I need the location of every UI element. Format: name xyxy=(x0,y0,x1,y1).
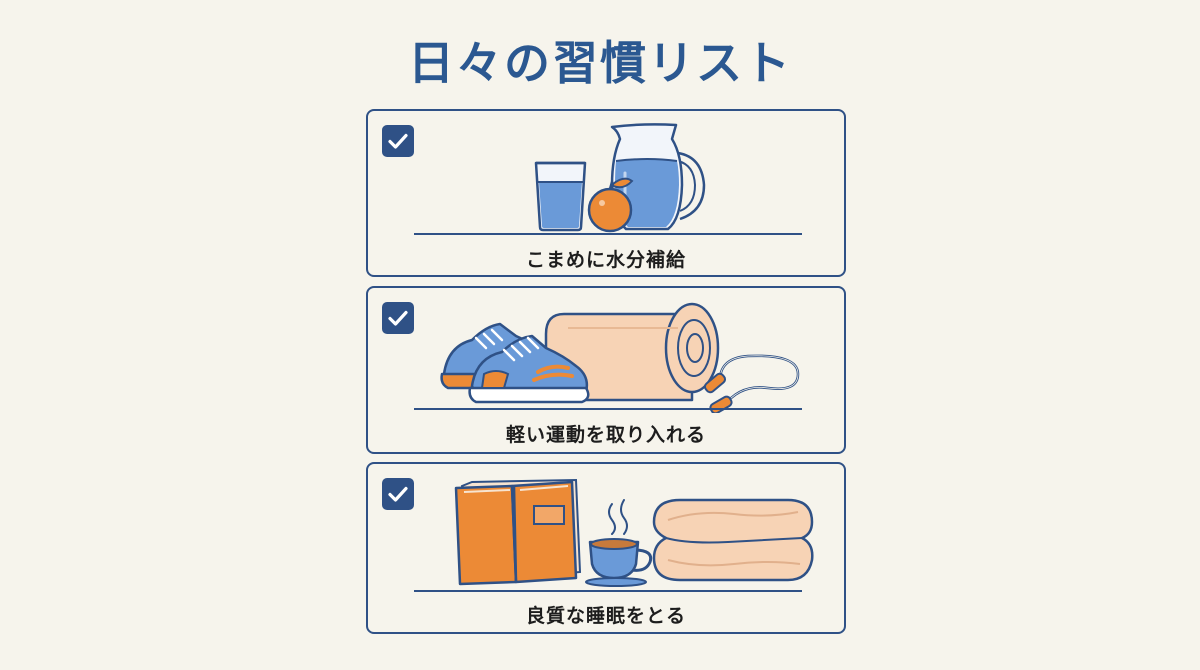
book-icon xyxy=(454,478,582,586)
shelf-line xyxy=(414,408,802,410)
habit-label: 良質な睡眠をとる xyxy=(525,605,686,627)
jump-rope-icon xyxy=(703,354,800,413)
orange-icon xyxy=(587,177,634,233)
sneakers-icon xyxy=(440,322,590,404)
checkmark-icon xyxy=(388,133,408,149)
tea-cup-icon xyxy=(585,499,653,587)
habit-checkbox-exercise[interactable] xyxy=(382,302,414,334)
habit-card-exercise: 軽い運動を取り入れる xyxy=(366,286,846,454)
habit-checkbox-sleep[interactable] xyxy=(382,478,414,510)
page-title: 日々の習慣リスト xyxy=(408,36,792,90)
habit-label: 軽い運動を取り入れる xyxy=(505,424,706,446)
shelf-line xyxy=(414,590,802,592)
exercise-illustration xyxy=(440,302,800,413)
shelf-line xyxy=(414,233,802,235)
checkmark-icon xyxy=(388,486,408,502)
checkmark-icon xyxy=(388,310,408,326)
hydration-illustration xyxy=(534,123,706,233)
sleep-illustration xyxy=(454,478,814,587)
habit-card-hydration: こまめに水分補給 xyxy=(366,109,846,277)
habit-card-sleep: 良質な睡眠をとる xyxy=(366,462,846,634)
folded-blanket-icon xyxy=(652,498,814,582)
water-glass-icon xyxy=(534,161,587,232)
habit-checkbox-hydration[interactable] xyxy=(382,125,414,157)
habit-label: こまめに水分補給 xyxy=(525,249,686,271)
